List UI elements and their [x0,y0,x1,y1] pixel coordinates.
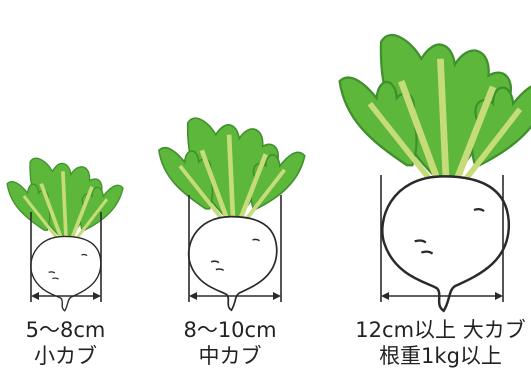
label-medium-turnip: 8～10cm 中カブ [160,317,300,369]
size-medium: 8～10cm [160,317,300,343]
turnip-large [340,35,531,311]
label-small-turnip: 5～8cm 小カブ [0,317,131,369]
size-large: 12cm以上 大カブ [350,317,531,343]
label-large-turnip: 12cm以上 大カブ 根重1kg以上 [350,317,531,369]
name-small: 小カブ [0,343,131,369]
turnip-medium [159,118,305,310]
name-medium: 中カブ [160,343,300,369]
name-large: 根重1kg以上 [350,343,531,369]
size-small: 5～8cm [0,317,131,343]
turnip-small [7,158,123,311]
